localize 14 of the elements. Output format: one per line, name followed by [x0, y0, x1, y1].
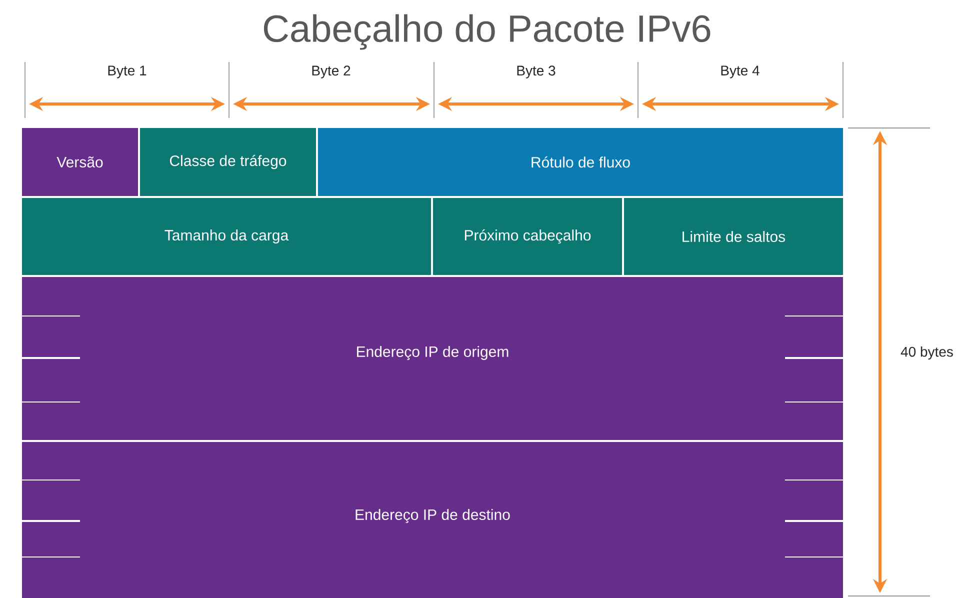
- field-box: Endereço IP de destino: [22, 442, 844, 598]
- field-box: Versão: [22, 128, 138, 196]
- dimension-label: Byte 3: [517, 66, 556, 78]
- dimension-label: Byte 1: [108, 66, 146, 78]
- dimension-label: Byte 4: [721, 66, 760, 78]
- field-box: Próximo cabeçalho: [433, 198, 622, 275]
- field-box: Tamanho da carga: [22, 198, 431, 275]
- dimension-label: 40 bytes: [900, 346, 953, 360]
- field-box: Endereço IP de origem: [22, 277, 844, 440]
- field-box: Limite de saltos: [624, 198, 843, 275]
- field-box: Rótulo de fluxo: [318, 128, 843, 196]
- dimension-label: Byte 2: [312, 66, 350, 78]
- title: Cabeçalho do Pacote IPv6: [264, 14, 710, 50]
- field-box: Classe de tráfego: [140, 128, 316, 196]
